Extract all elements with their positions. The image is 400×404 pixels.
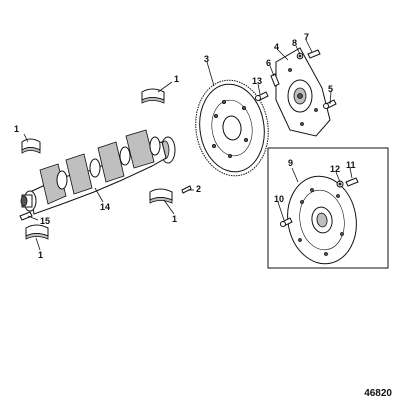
inset-frame: [267, 147, 389, 269]
bolt-7: [307, 49, 321, 59]
callout-6: 6: [266, 58, 271, 68]
bolt-11: [345, 177, 359, 187]
callout-13: 13: [252, 76, 262, 86]
callout-1: 1: [172, 214, 177, 224]
main-bearing-lower-left: [25, 224, 49, 240]
callout-3: 3: [204, 54, 209, 64]
callout-7: 7: [304, 32, 309, 42]
callouts: 1 1 1 1 2 3 4 5 6 7 8 9 10 11 12 13 14 1…: [14, 32, 356, 260]
callout-2: 2: [196, 184, 201, 194]
crankshaft: [20, 129, 176, 215]
leader-lines: [23, 39, 353, 251]
dowel-pin: [181, 185, 192, 194]
main-bearing-lower-center: [149, 188, 173, 204]
callout-8: 8: [292, 38, 297, 48]
figure-number: 46820: [364, 388, 392, 399]
main-bearing-upper-center: [141, 88, 165, 104]
callout-1: 1: [38, 250, 43, 260]
crankshaft-key: [19, 211, 33, 221]
callout-9: 9: [288, 158, 293, 168]
callout-12: 12: [330, 164, 340, 174]
alternate-drive-plate: [287, 175, 357, 265]
bolt-5: [323, 99, 337, 109]
callout-11: 11: [346, 160, 356, 170]
callout-10: 10: [274, 194, 284, 204]
callout-1: 1: [174, 74, 179, 84]
callout-14: 14: [100, 202, 110, 212]
callout-15: 15: [40, 216, 50, 226]
drive-plate: [275, 47, 331, 137]
bolt-13: [255, 91, 269, 101]
flywheel-ring-gear: [195, 79, 269, 177]
callout-5: 5: [328, 84, 333, 94]
washer-8: [296, 52, 304, 60]
bolt-10: [280, 217, 293, 227]
callout-4: 4: [274, 42, 279, 52]
callout-1: 1: [14, 124, 19, 134]
main-bearing-upper-left: [21, 138, 41, 154]
